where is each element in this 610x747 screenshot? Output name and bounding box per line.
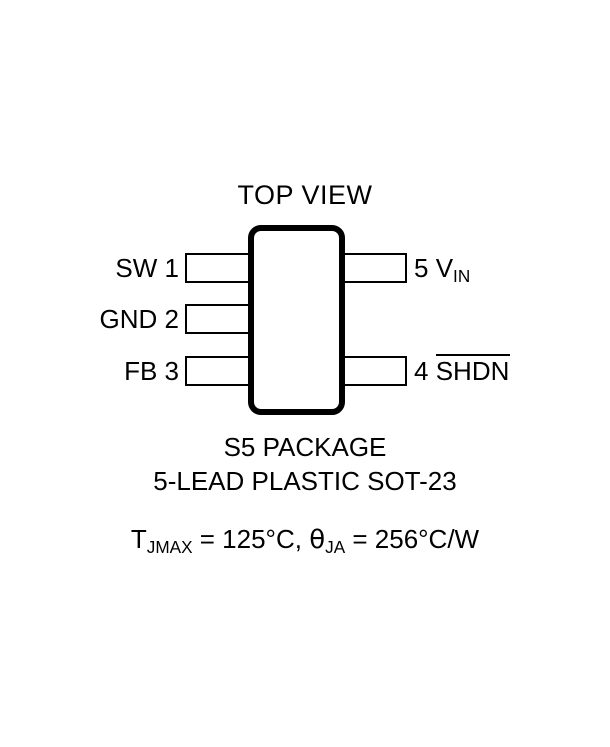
lead-pin-5 <box>341 253 407 283</box>
pin-label-shdn: 4 SHDN <box>414 353 511 386</box>
lead-pin-4 <box>341 356 407 386</box>
tjmax-value: 125°C, <box>222 524 302 554</box>
pin-label-vin: 5 VIN <box>414 253 470 286</box>
package-description: 5-LEAD PLASTIC SOT-23 <box>153 466 457 496</box>
package-body-outline <box>248 225 345 415</box>
pin-number-5: 5 <box>414 253 429 283</box>
pin-name-fb: FB <box>124 356 158 386</box>
diagram-title: TOP VIEW <box>237 180 373 210</box>
pin-number-4: 4 <box>414 356 429 386</box>
theta-ja-equals: = <box>345 524 375 554</box>
pin-name-gnd: GND <box>99 304 158 334</box>
package-name: S5 PACKAGE <box>223 432 387 462</box>
pin-number-3: 3 <box>164 356 179 386</box>
theta-ja-symbol: θ <box>309 525 326 555</box>
tjmax-subscript: JMAX <box>146 536 193 557</box>
lead-pin-1 <box>185 253 251 283</box>
pin-name-vin: V <box>435 253 454 283</box>
pin-label-fb: FB 3 <box>124 356 179 386</box>
lead-pin-2 <box>185 304 251 334</box>
pin-name-sw: SW <box>115 253 158 283</box>
pin-label-gnd: GND 2 <box>100 304 179 334</box>
tjmax-equals: = <box>192 524 223 554</box>
theta-ja-value: 256°C/W <box>374 524 480 554</box>
tjmax-symbol: T <box>130 524 147 554</box>
lead-pin-3 <box>185 356 251 386</box>
pin-number-1: 1 <box>164 253 179 283</box>
pin-name-vin-subscript: IN <box>453 265 471 286</box>
thermal-specification: TJMAX = 125°C, θJA = 256°C/W <box>0 524 610 555</box>
pin-number-2: 2 <box>164 304 179 334</box>
pin-label-sw: SW 1 <box>115 253 179 283</box>
theta-ja-subscript: JA <box>325 536 346 557</box>
pin-name-shdn: SHDN <box>435 353 511 386</box>
